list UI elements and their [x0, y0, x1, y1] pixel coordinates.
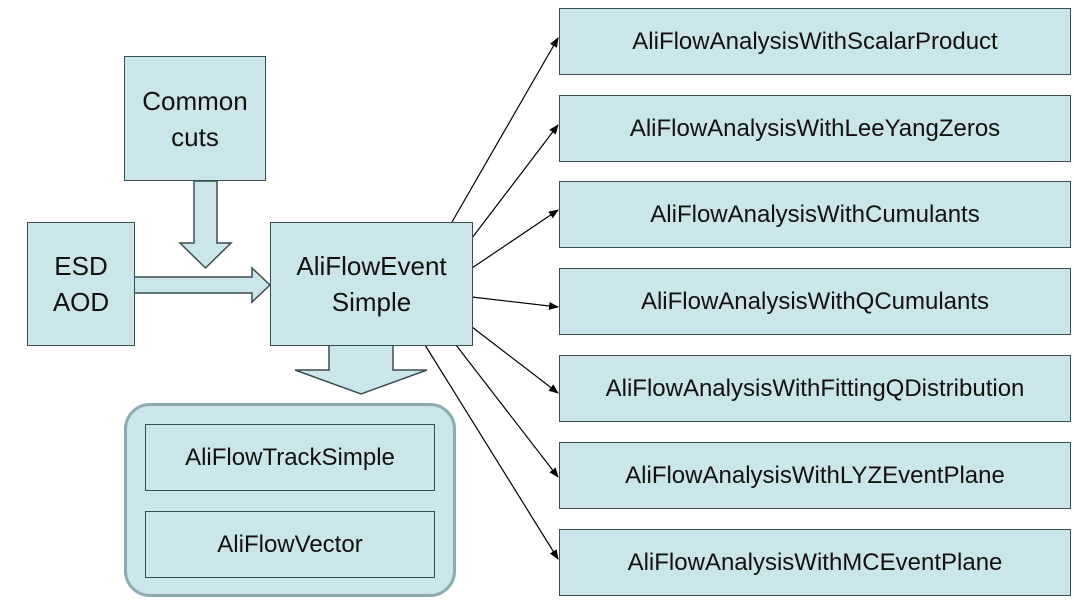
analysis-box-cumulants: AliFlowAnalysisWithCumulants — [559, 181, 1071, 248]
flow-vector-box: AliFlowVector — [145, 511, 435, 578]
analysis-label-q-cumulants: AliFlowAnalysisWithQCumulants — [640, 287, 990, 315]
analysis-box-fitting-q: AliFlowAnalysisWithFittingQDistribution — [559, 355, 1071, 422]
flow-event-simple-box: AliFlowEvent Simple — [270, 222, 473, 346]
connector-scalar-product — [451, 37, 559, 223]
block-arrow-cuts-down — [178, 180, 233, 270]
flow-track-simple-box: AliFlowTrackSimple — [145, 424, 435, 491]
connector-q-cumulants — [471, 296, 559, 310]
flow-track-simple-label: AliFlowTrackSimple — [185, 443, 395, 471]
block-arrow-event-down — [294, 344, 428, 395]
analysis-label-scalar-product: AliFlowAnalysisWithScalarProduct — [632, 27, 998, 55]
flow-event-line1: AliFlowEvent — [296, 251, 447, 281]
esd-aod-box: ESD AOD — [27, 222, 135, 346]
analysis-label-lee-yang-zeros: AliFlowAnalysisWithLeeYangZeros — [629, 114, 1001, 142]
analysis-box-q-cumulants: AliFlowAnalysisWithQCumulants — [559, 268, 1071, 335]
analysis-label-cumulants: AliFlowAnalysisWithCumulants — [650, 200, 980, 228]
flow-event-line2: Simple — [331, 287, 412, 317]
esd-label: ESD — [54, 251, 108, 281]
common-cuts-line2: cuts — [171, 121, 219, 152]
analysis-label-mc-event-plane: AliFlowAnalysisWithMCEventPlane — [627, 548, 1003, 576]
common-cuts-box: Common cuts — [124, 56, 266, 181]
aod-label: AOD — [52, 287, 110, 317]
connector-fitting-q — [471, 326, 559, 394]
connector-lee-yang-zeros — [471, 124, 559, 239]
analysis-box-lee-yang-zeros: AliFlowAnalysisWithLeeYangZeros — [559, 95, 1071, 162]
analysis-label-lyz-event-plane: AliFlowAnalysisWithLYZEventPlane — [625, 461, 1005, 489]
flow-vector-label: AliFlowVector — [217, 530, 363, 558]
analysis-label-fitting-q: AliFlowAnalysisWithFittingQDistribution — [605, 374, 1025, 402]
connector-cumulants — [471, 209, 559, 269]
common-cuts-line1: Common — [142, 85, 248, 116]
block-arrow-esd-right — [133, 266, 272, 304]
analysis-box-lyz-event-plane: AliFlowAnalysisWithLYZEventPlane — [559, 442, 1071, 509]
analysis-box-mc-event-plane: AliFlowAnalysisWithMCEventPlane — [559, 529, 1071, 596]
connector-lyz-event-plane — [455, 344, 559, 478]
analysis-box-scalar-product: AliFlowAnalysisWithScalarProduct — [559, 8, 1071, 75]
connector-mc-event-plane — [424, 344, 559, 560]
